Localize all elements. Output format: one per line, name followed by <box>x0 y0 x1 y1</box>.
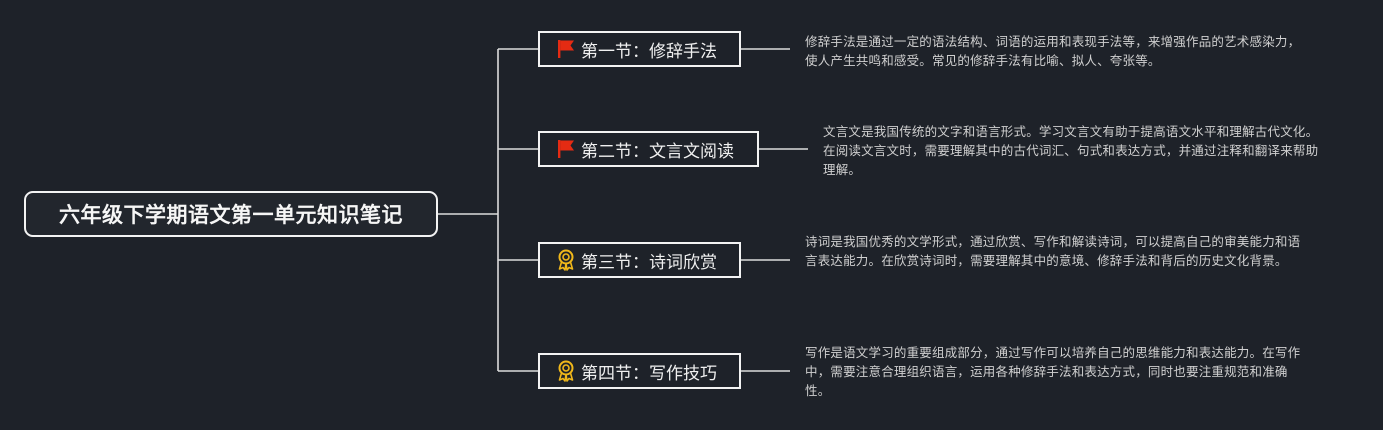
topic-node-3[interactable]: 第三节：诗词欣赏 <box>538 242 741 278</box>
award-medal-icon <box>556 360 576 382</box>
topic-description-1: 修辞手法是通过一定的语法结构、词语的运用和表现手法等，来增强作品的艺术感染力，使… <box>805 34 1301 68</box>
topic-label: 第二节：文言文阅读 <box>581 141 734 162</box>
topic-label: 第一节：修辞手法 <box>581 41 717 62</box>
topic-node-1[interactable]: 第一节：修辞手法 <box>538 31 741 67</box>
award-medal-icon <box>556 249 576 271</box>
red-flag-icon <box>556 138 576 160</box>
topic-label: 第四节：写作技巧 <box>581 363 717 384</box>
root-node[interactable]: 六年级下学期语文第一单元知识笔记 <box>24 191 438 237</box>
root-title: 六年级下学期语文第一单元知识笔记 <box>59 203 403 227</box>
topic-node-2[interactable]: 第二节：文言文阅读 <box>538 131 759 167</box>
topic-label: 第三节：诗词欣赏 <box>581 252 717 273</box>
topic-description-4: 写作是语文学习的重要组成部分，通过写作可以培养自己的思维能力和表达能力。在写作中… <box>805 345 1301 398</box>
topic-description-2: 文言文是我国传统的文字和语言形式。学习文言文有助于提高语文水平和理解古代文化。在… <box>823 124 1319 177</box>
topic-node-4[interactable]: 第四节：写作技巧 <box>538 353 741 389</box>
red-flag-icon <box>556 38 576 60</box>
topic-description-3: 诗词是我国优秀的文学形式，通过欣赏、写作和解读诗词，可以提高自己的审美能力和语言… <box>805 234 1301 268</box>
